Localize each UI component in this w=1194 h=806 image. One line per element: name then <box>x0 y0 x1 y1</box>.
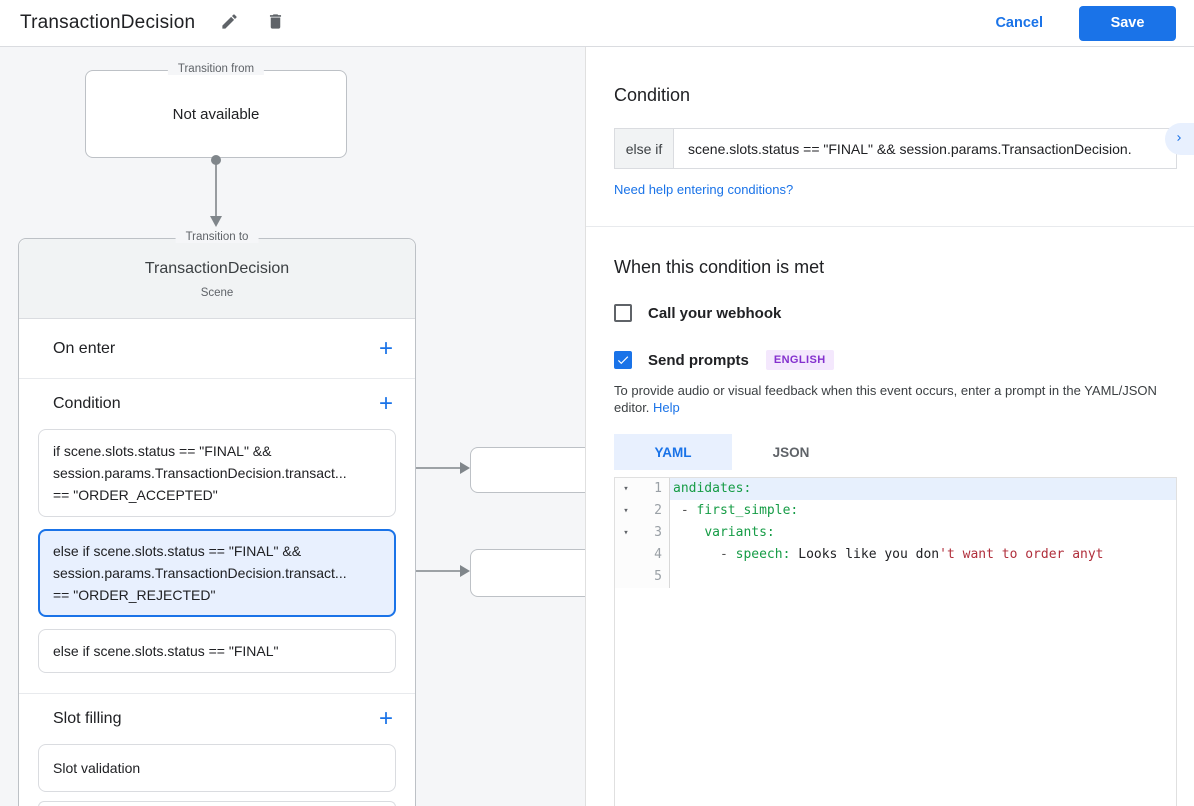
prompts-description: To provide audio or visual feedback when… <box>614 383 1157 415</box>
add-on-enter-button[interactable]: + <box>375 336 397 360</box>
fold-gutter <box>615 566 637 588</box>
transition-target-box[interactable] <box>470 549 585 597</box>
on-enter-label: On enter <box>53 339 116 357</box>
tab-json[interactable]: JSON <box>732 434 850 470</box>
webhook-row: Call your webhook <box>614 304 1177 322</box>
partial-card <box>38 801 396 806</box>
divider <box>586 226 1194 227</box>
code-text: andidates: <box>670 478 1176 500</box>
send-prompts-row: Send prompts ENGLISH <box>614 350 1177 370</box>
save-button[interactable]: Save <box>1079 5 1176 41</box>
condition-section-label: Condition <box>53 395 121 412</box>
on-enter-row: On enter + <box>19 319 415 378</box>
chevron-right-icon <box>1173 132 1185 147</box>
condition-section: Condition + if scene.slots.status == "FI… <box>19 379 415 693</box>
fold-arrow-icon[interactable]: ▾ <box>615 478 637 500</box>
edit-scene-button[interactable] <box>217 11 241 35</box>
code-text: variants: <box>704 525 775 540</box>
editor-line[interactable]: ▾2 - first_simple: <box>615 500 1176 522</box>
editor-line[interactable]: 4 - speech: Looks like you don't want to… <box>615 544 1176 566</box>
line-number: 5 <box>637 566 670 588</box>
condition-detail-panel: Condition else if scene.slots.status == … <box>585 47 1194 806</box>
panel-title: Condition <box>614 85 691 105</box>
scene-name: TransactionDecision <box>144 260 290 277</box>
line-number: 3 <box>637 522 670 544</box>
call-webhook-checkbox[interactable] <box>614 304 632 322</box>
fold-arrow-icon[interactable]: ▾ <box>615 522 637 544</box>
condition-expression-row: else if scene.slots.status == "FINAL" &&… <box>614 128 1177 169</box>
add-slot-button[interactable]: + <box>375 707 397 731</box>
slot-card[interactable]: Slot validation <box>38 744 396 792</box>
condition-expression-input[interactable]: scene.slots.status == "FINAL" && session… <box>673 128 1177 169</box>
code-text <box>670 566 1176 588</box>
fold-arrow-icon[interactable]: ▾ <box>615 500 637 522</box>
condition-help-link[interactable]: Need help entering conditions? <box>614 182 794 197</box>
code-text: - speech: Looks like you don't want to o… <box>673 547 1104 562</box>
slot-filling-section-label: Slot filling <box>53 710 122 727</box>
when-met-title: When this condition is met <box>614 257 825 277</box>
line-number: 2 <box>637 500 670 522</box>
trash-icon <box>266 12 285 34</box>
transition-to-legend: Transition to <box>175 231 259 243</box>
help-link[interactable]: Help <box>653 400 680 415</box>
fold-gutter <box>615 544 637 566</box>
line-number: 4 <box>637 544 670 566</box>
transition-from-box: Transition from Not available <box>85 63 347 158</box>
condition-card[interactable]: else if scene.slots.status == "FINAL" &&… <box>38 529 396 617</box>
add-condition-button[interactable]: + <box>375 392 397 416</box>
divider <box>19 378 415 379</box>
cancel-button[interactable]: Cancel <box>995 15 1043 31</box>
condition-card[interactable]: if scene.slots.status == "FINAL" &&sessi… <box>38 429 396 517</box>
scene-diagram-canvas: Transition from Not available Transition… <box>0 47 585 806</box>
send-prompts-label: Send prompts <box>648 351 749 369</box>
slot-filling-section: Slot filling + Slot validation <box>19 694 415 792</box>
code-text: - first_simple: <box>673 503 799 518</box>
line-number: 1 <box>637 478 670 500</box>
editor-line[interactable]: 5 <box>615 566 1176 588</box>
scene-type-label: Scene <box>200 287 234 299</box>
scene-card-header: TransactionDecision Scene <box>19 239 415 319</box>
condition-card[interactable]: else if scene.slots.status == "FINAL" <box>38 629 396 673</box>
language-badge: ENGLISH <box>765 350 834 370</box>
divider <box>19 693 415 694</box>
collapse-panel-button[interactable] <box>1165 123 1194 155</box>
delete-scene-button[interactable] <box>263 11 287 35</box>
page-title: TransactionDecision <box>20 12 196 33</box>
transition-to-card: Transition to TransactionDecision Scene … <box>18 231 416 806</box>
send-prompts-checkbox[interactable] <box>614 351 632 369</box>
editor-line[interactable]: ▾3 variants: <box>615 522 1176 544</box>
top-bar: TransactionDecision Cancel Save <box>0 0 1194 47</box>
transition-target-box[interactable] <box>470 447 585 493</box>
tab-yaml[interactable]: YAML <box>614 434 732 470</box>
transition-from-legend: Transition from <box>167 63 265 75</box>
condition-prefix-label: else if <box>614 128 673 169</box>
transition-from-value: Not available <box>172 105 260 123</box>
pencil-icon <box>220 12 239 34</box>
call-webhook-label: Call your webhook <box>648 304 782 322</box>
